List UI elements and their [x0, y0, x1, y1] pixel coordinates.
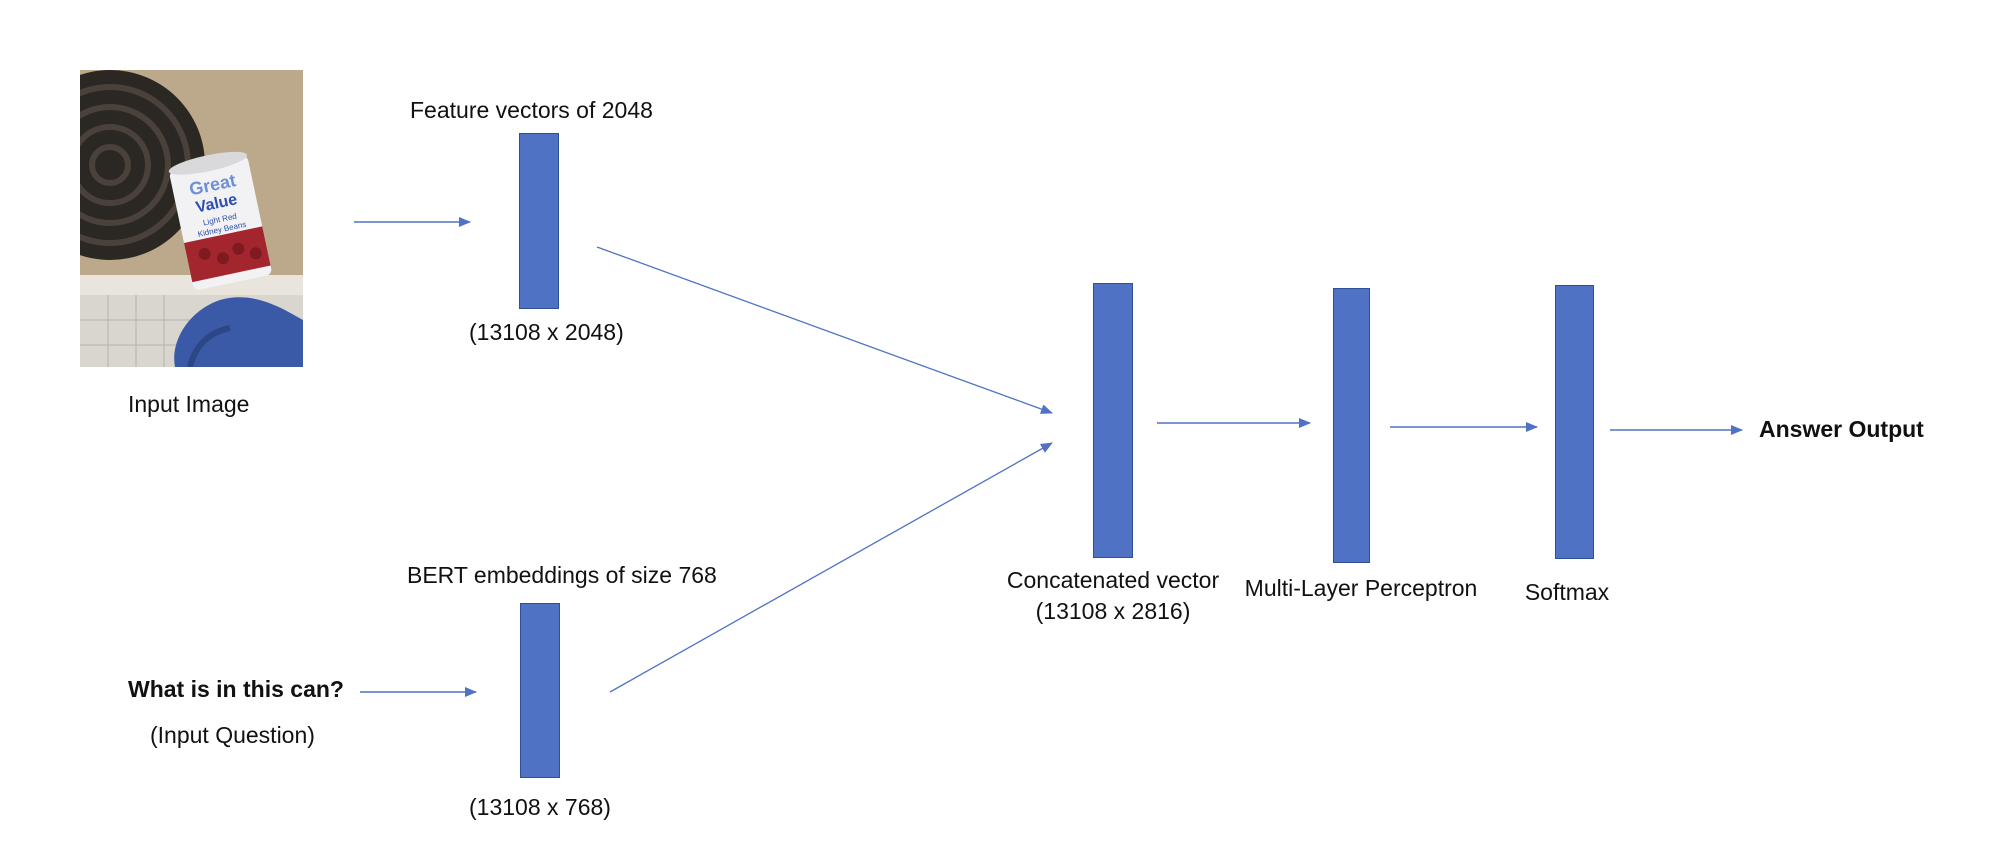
concat-vector-title: Concatenated vector: [1006, 567, 1220, 593]
input-question-text: What is in this can?: [128, 676, 344, 702]
text-embedding-block: [520, 603, 560, 778]
image-features-title: Feature vectors of 2048: [410, 97, 653, 123]
concat-vector-shape: (13108 x 2816): [1035, 598, 1191, 624]
image-features-shape: (13108 x 2048): [469, 319, 624, 345]
input-question-caption: (Input Question): [150, 722, 315, 748]
image-feature-block: [519, 133, 559, 309]
text-features-shape: (13108 x 768): [469, 794, 611, 820]
text-features-title: BERT embeddings of size 768: [407, 562, 717, 588]
softmax-title: Softmax: [1524, 579, 1610, 605]
arrow-embeddings-to-concat: [609, 442, 1053, 693]
answer-output-label: Answer Output: [1759, 416, 1924, 442]
input-image-label: Input Image: [128, 391, 250, 417]
concat-vector-block: [1093, 283, 1133, 558]
mlp-block: [1333, 288, 1370, 563]
arrow-features-to-concat: [596, 246, 1053, 414]
softmax-block: [1555, 285, 1594, 559]
mlp-title: Multi-Layer Perceptron: [1244, 575, 1478, 601]
input-image-photo: Great Value Light Red Kidney Beans: [80, 70, 303, 367]
